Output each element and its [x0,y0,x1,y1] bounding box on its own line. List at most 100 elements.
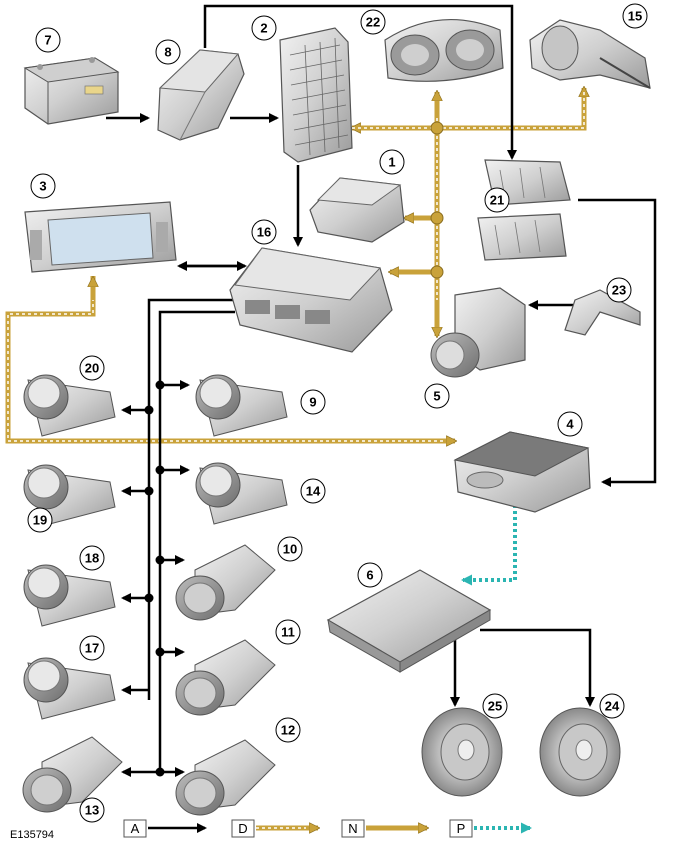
parking-aid-module-icon [229,247,393,353]
badge-13: 13 [79,797,105,823]
badge-3: 3 [30,173,56,199]
gold-bus-lines [5,88,584,441]
badge-23: 23 [606,277,632,303]
badge-1: 1 [379,149,405,175]
badge-number: 17 [85,641,99,656]
badge-6: 6 [357,562,383,588]
badge-circle [79,797,105,823]
badge-circle [357,562,383,588]
badge-number: 6 [366,568,373,583]
badge-10: 10 [277,536,303,562]
badge-circle [155,39,181,65]
badge-number: 23 [612,283,626,298]
badge-number: 16 [257,225,271,240]
legend-item-a: A [123,819,207,838]
instrument-cluster-icon [384,18,504,82]
badge-circle [35,27,61,53]
badge-number: 1 [388,155,395,170]
fuse-box-icon [279,27,353,163]
badge-number: 21 [490,193,504,208]
badge-22: 22 [360,9,386,35]
badge-circle [599,693,625,719]
badge-circle [360,9,386,35]
badge-number: 20 [85,361,99,376]
legend-label-d: D [238,821,247,836]
badge-number: 14 [306,484,321,499]
badge-4: 4 [557,411,583,437]
badge-circle [300,389,326,415]
badge-18: 18 [79,545,105,571]
badge-number: 3 [39,179,46,194]
badge-11: 11 [275,619,301,645]
teal-lines [461,505,517,586]
badge-number: 24 [605,699,620,714]
badge-number: 19 [33,513,47,528]
badge-17: 17 [79,635,105,661]
gear-selector-icon [529,19,651,89]
legend-item-n: N [341,819,427,838]
badge-circle [251,219,277,245]
black-lines [106,4,657,777]
badge-20: 20 [79,355,105,381]
badge-circle [606,277,632,303]
badge-circle [557,411,583,437]
wheel-speed-sensor-icon [564,289,641,336]
battery-icon [23,57,120,125]
abs-pump-icon [430,287,526,378]
legend-item-p: P [449,819,532,838]
badge-15: 15 [622,3,648,29]
legend-label-n: N [348,821,357,836]
badge-circle [275,619,301,645]
badge-7: 7 [35,27,61,53]
battery-junction-box-icon [157,49,245,141]
badge-5: 5 [424,383,450,409]
badge-circle [277,536,303,562]
badge-9: 9 [300,389,326,415]
badge-number: 15 [628,9,642,24]
badge-circle [482,693,508,719]
fuse-relay-box-icon [477,159,571,261]
badge-25: 25 [482,693,508,719]
badge-circle [79,355,105,381]
badge-number: 2 [260,21,267,36]
badge-circle [30,173,56,199]
badge-number: 22 [366,15,380,30]
legend-item-d: D [231,819,318,838]
connections [5,4,657,777]
badge-circle [251,15,277,41]
parking-sensor-icon [22,374,288,816]
badge-number: 13 [85,803,99,818]
badge-number: 4 [566,417,574,432]
badge-circle [79,635,105,661]
amplifier-board-icon [326,569,492,673]
badge-circle [622,3,648,29]
badge-circle [275,717,301,743]
badge-8: 8 [155,39,181,65]
badge-circle [79,545,105,571]
badge-circle [27,507,53,533]
badge-number: 12 [281,723,295,738]
badge-14: 14 [300,478,326,504]
badge-12: 12 [275,717,301,743]
legend-label-p: P [457,821,466,836]
legend-label-a: A [131,821,140,836]
component-number-badges: 1234567891011121314151617181920212223242… [27,3,648,823]
badge-number: 18 [85,551,99,566]
badge-number: 5 [433,389,440,404]
badge-21: 21 [484,187,510,213]
black-nodes [144,380,165,777]
legend: A D N P [123,819,532,838]
figure-reference: E135794 [10,829,54,841]
badge-number: 10 [283,542,297,557]
badge-2: 2 [251,15,277,41]
badge-circle [379,149,405,175]
badge-number: 8 [164,45,171,60]
badge-circle [300,478,326,504]
badge-16: 16 [251,219,277,245]
speaker-icon [421,707,621,797]
badge-number: 7 [44,33,51,48]
badge-24: 24 [599,693,625,719]
badge-19: 19 [27,507,53,533]
badge-number: 9 [309,395,316,410]
